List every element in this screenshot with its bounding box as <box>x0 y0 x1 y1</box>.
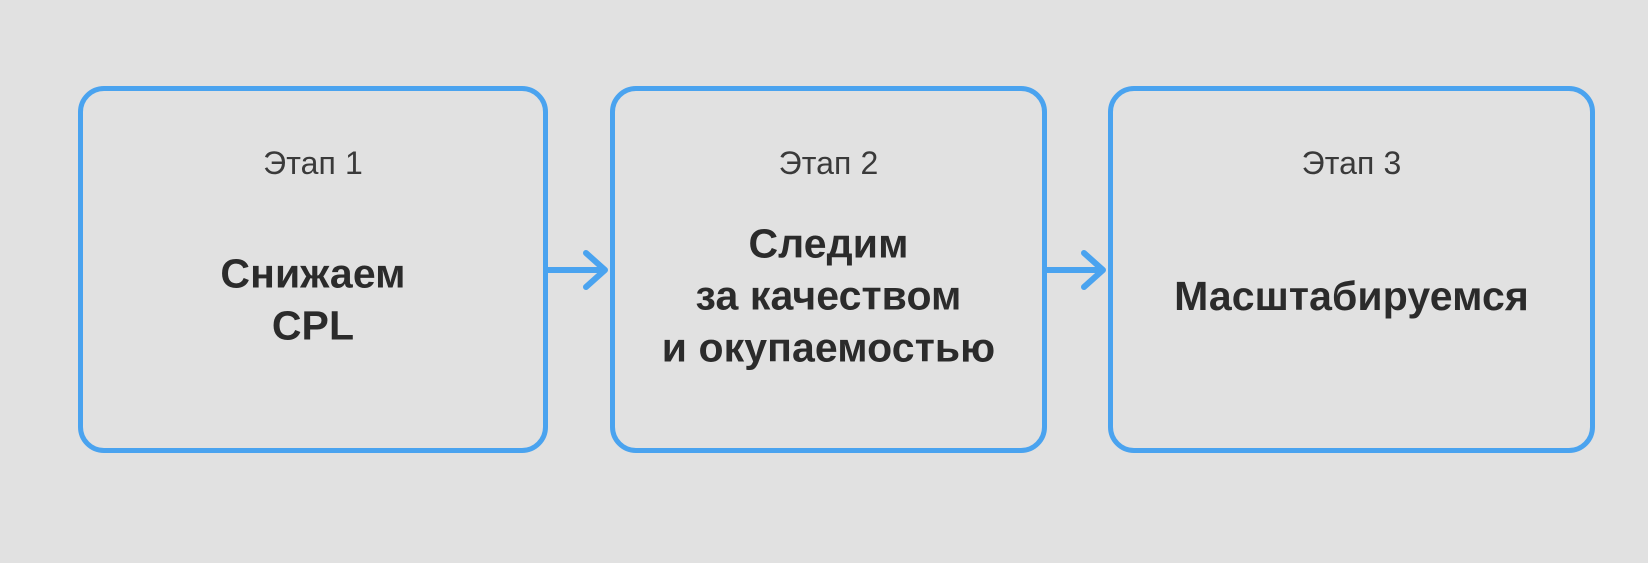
stage-card-2[interactable]: Этап 2 Следим за качеством и окупаемость… <box>610 86 1047 453</box>
stage-card-1[interactable]: Этап 1 Снижаем CPL <box>78 86 548 453</box>
stage-label-2: Этап 2 <box>778 145 879 181</box>
connector-arrow-2 <box>1044 246 1111 294</box>
stage-card-3[interactable]: Этап 3 Масштабируемся <box>1108 86 1595 453</box>
arrow-right-icon <box>545 250 608 290</box>
stage-title-3: Масштабируемся <box>1174 272 1529 319</box>
stage-title-2: Следим за качеством и окупаемостью <box>661 219 996 371</box>
arrow-right-icon <box>1044 250 1106 290</box>
stage-label-1: Этап 1 <box>263 145 363 181</box>
stage-title-1: Снижаем CPL <box>220 250 406 349</box>
connector-arrow-1 <box>545 246 613 294</box>
stage-label-3: Этап 3 <box>1301 145 1402 181</box>
